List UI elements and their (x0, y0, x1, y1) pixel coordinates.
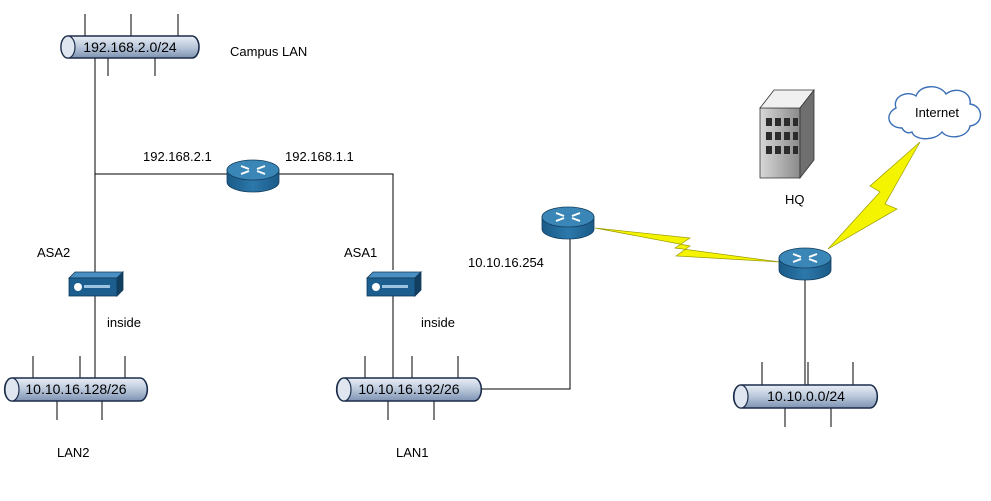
router-to-asa1-link (278, 173, 394, 270)
cloud-icon[interactable]: Internet (888, 86, 982, 140)
firewall-icon[interactable] (366, 271, 422, 297)
branch-router-ip-label: 10.10.16.254 (468, 255, 544, 270)
hq-label: HQ (785, 192, 805, 207)
segment-campus[interactable]: 192.168.2.0/24 (60, 35, 200, 59)
asa2-label: ASA2 (37, 245, 70, 260)
inside-left-label: inside (107, 315, 141, 330)
segment-hq[interactable]: 10.10.0.0/24 (732, 384, 879, 409)
asa1-label: ASA1 (344, 245, 377, 260)
router-left-ip-label: 192.168.2.1 (143, 149, 212, 164)
inside-right-label: inside (421, 315, 455, 330)
firewall-icon[interactable] (68, 271, 124, 297)
building-icon (759, 88, 815, 180)
segment-drops (32, 14, 854, 427)
segment-lan1[interactable]: 10.10.16.192/26 (335, 377, 483, 402)
segment-hq-label: 10.10.0.0/24 (767, 388, 845, 404)
router-icon[interactable] (226, 159, 280, 193)
internet-label: Internet (915, 105, 959, 120)
lan1-label: LAN1 (396, 445, 429, 460)
lightning-link-icon (594, 227, 781, 263)
lan1-to-branch-router-link (482, 238, 571, 390)
router-icon[interactable] (778, 247, 832, 281)
router-right-ip-label: 192.168.1.1 (285, 149, 354, 164)
lightning-link-icon (827, 141, 921, 250)
segment-lan1-label: 10.10.16.192/26 (358, 381, 459, 397)
segment-lan2-label: 10.10.16.128/26 (25, 381, 126, 397)
links (32, 14, 854, 427)
router-icon[interactable] (541, 206, 595, 240)
lan2-label: LAN2 (57, 445, 90, 460)
campus-lan-label: Campus LAN (230, 44, 307, 59)
segment-lan2[interactable]: 10.10.16.128/26 (3, 377, 149, 402)
segment-campus-label: 192.168.2.0/24 (83, 39, 177, 55)
